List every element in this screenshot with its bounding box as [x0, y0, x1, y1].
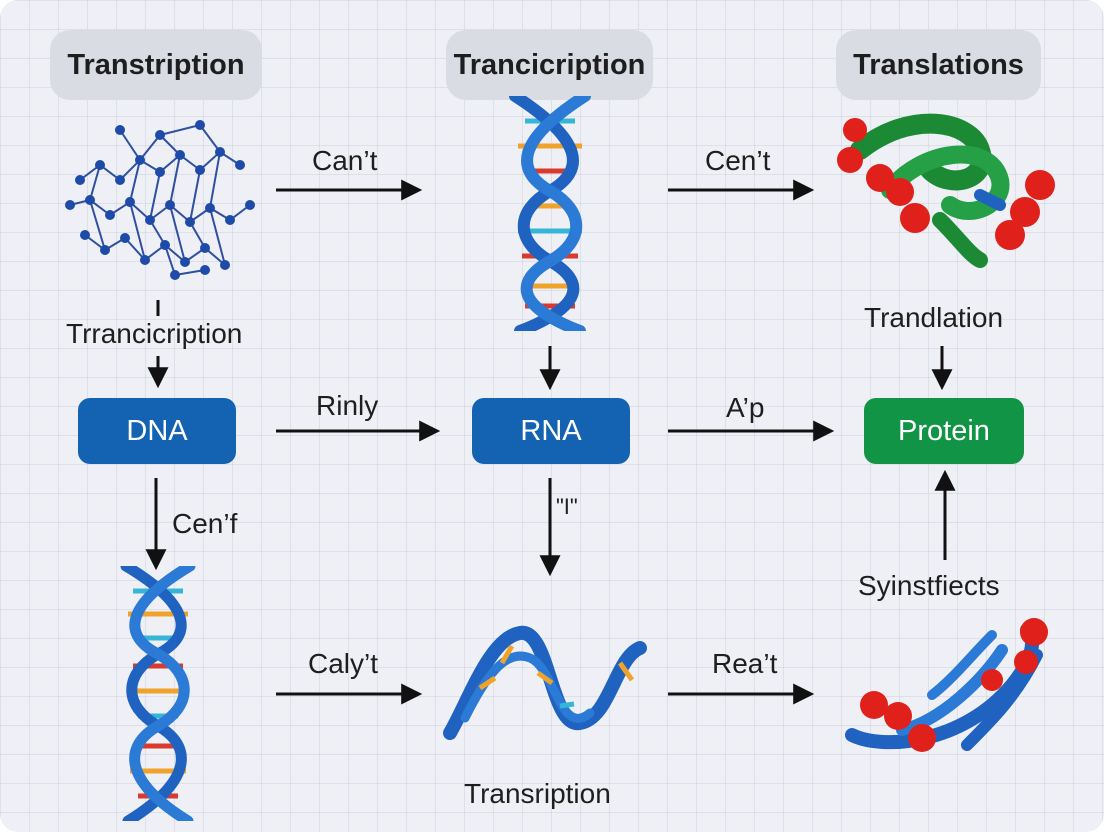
label-mid-arrow-1: Rinly: [316, 390, 379, 421]
dna-node: DNA: [78, 398, 236, 464]
label-mid-arrow-2: A’p: [726, 392, 765, 423]
label-bottom-caption: Transription: [464, 778, 611, 809]
label-center-down: "I": [556, 494, 578, 519]
molecule-network-icon: [65, 120, 255, 280]
protein-ribbon-icon: [845, 618, 1048, 752]
label-right-up: Syinstfiects: [858, 570, 1000, 601]
label-bottom-arrow-2: Rea’t: [712, 648, 778, 679]
label-bottom-arrow-1: Caly’t: [308, 648, 379, 679]
rna-node: RNA: [472, 398, 630, 464]
header-center: Trancicription: [446, 30, 653, 100]
rna-strand-icon: [443, 626, 647, 740]
dna-helix-icon: [509, 96, 591, 331]
label-right-vertical-top: Trandlation: [864, 302, 1004, 333]
label-top-arrow-1: Can’t: [312, 145, 378, 176]
label-left-vertical: Trrancicription: [66, 318, 243, 349]
protein-node: Protein: [864, 398, 1024, 464]
label-left-down: Cen’f: [172, 508, 238, 539]
header-right: Translations: [836, 30, 1041, 100]
dna-helix-icon: [120, 566, 196, 821]
header-left: Transtription: [50, 30, 262, 100]
label-top-arrow-2: Cen’t: [705, 145, 771, 176]
protein-ribbon-icon: [837, 113, 1055, 268]
